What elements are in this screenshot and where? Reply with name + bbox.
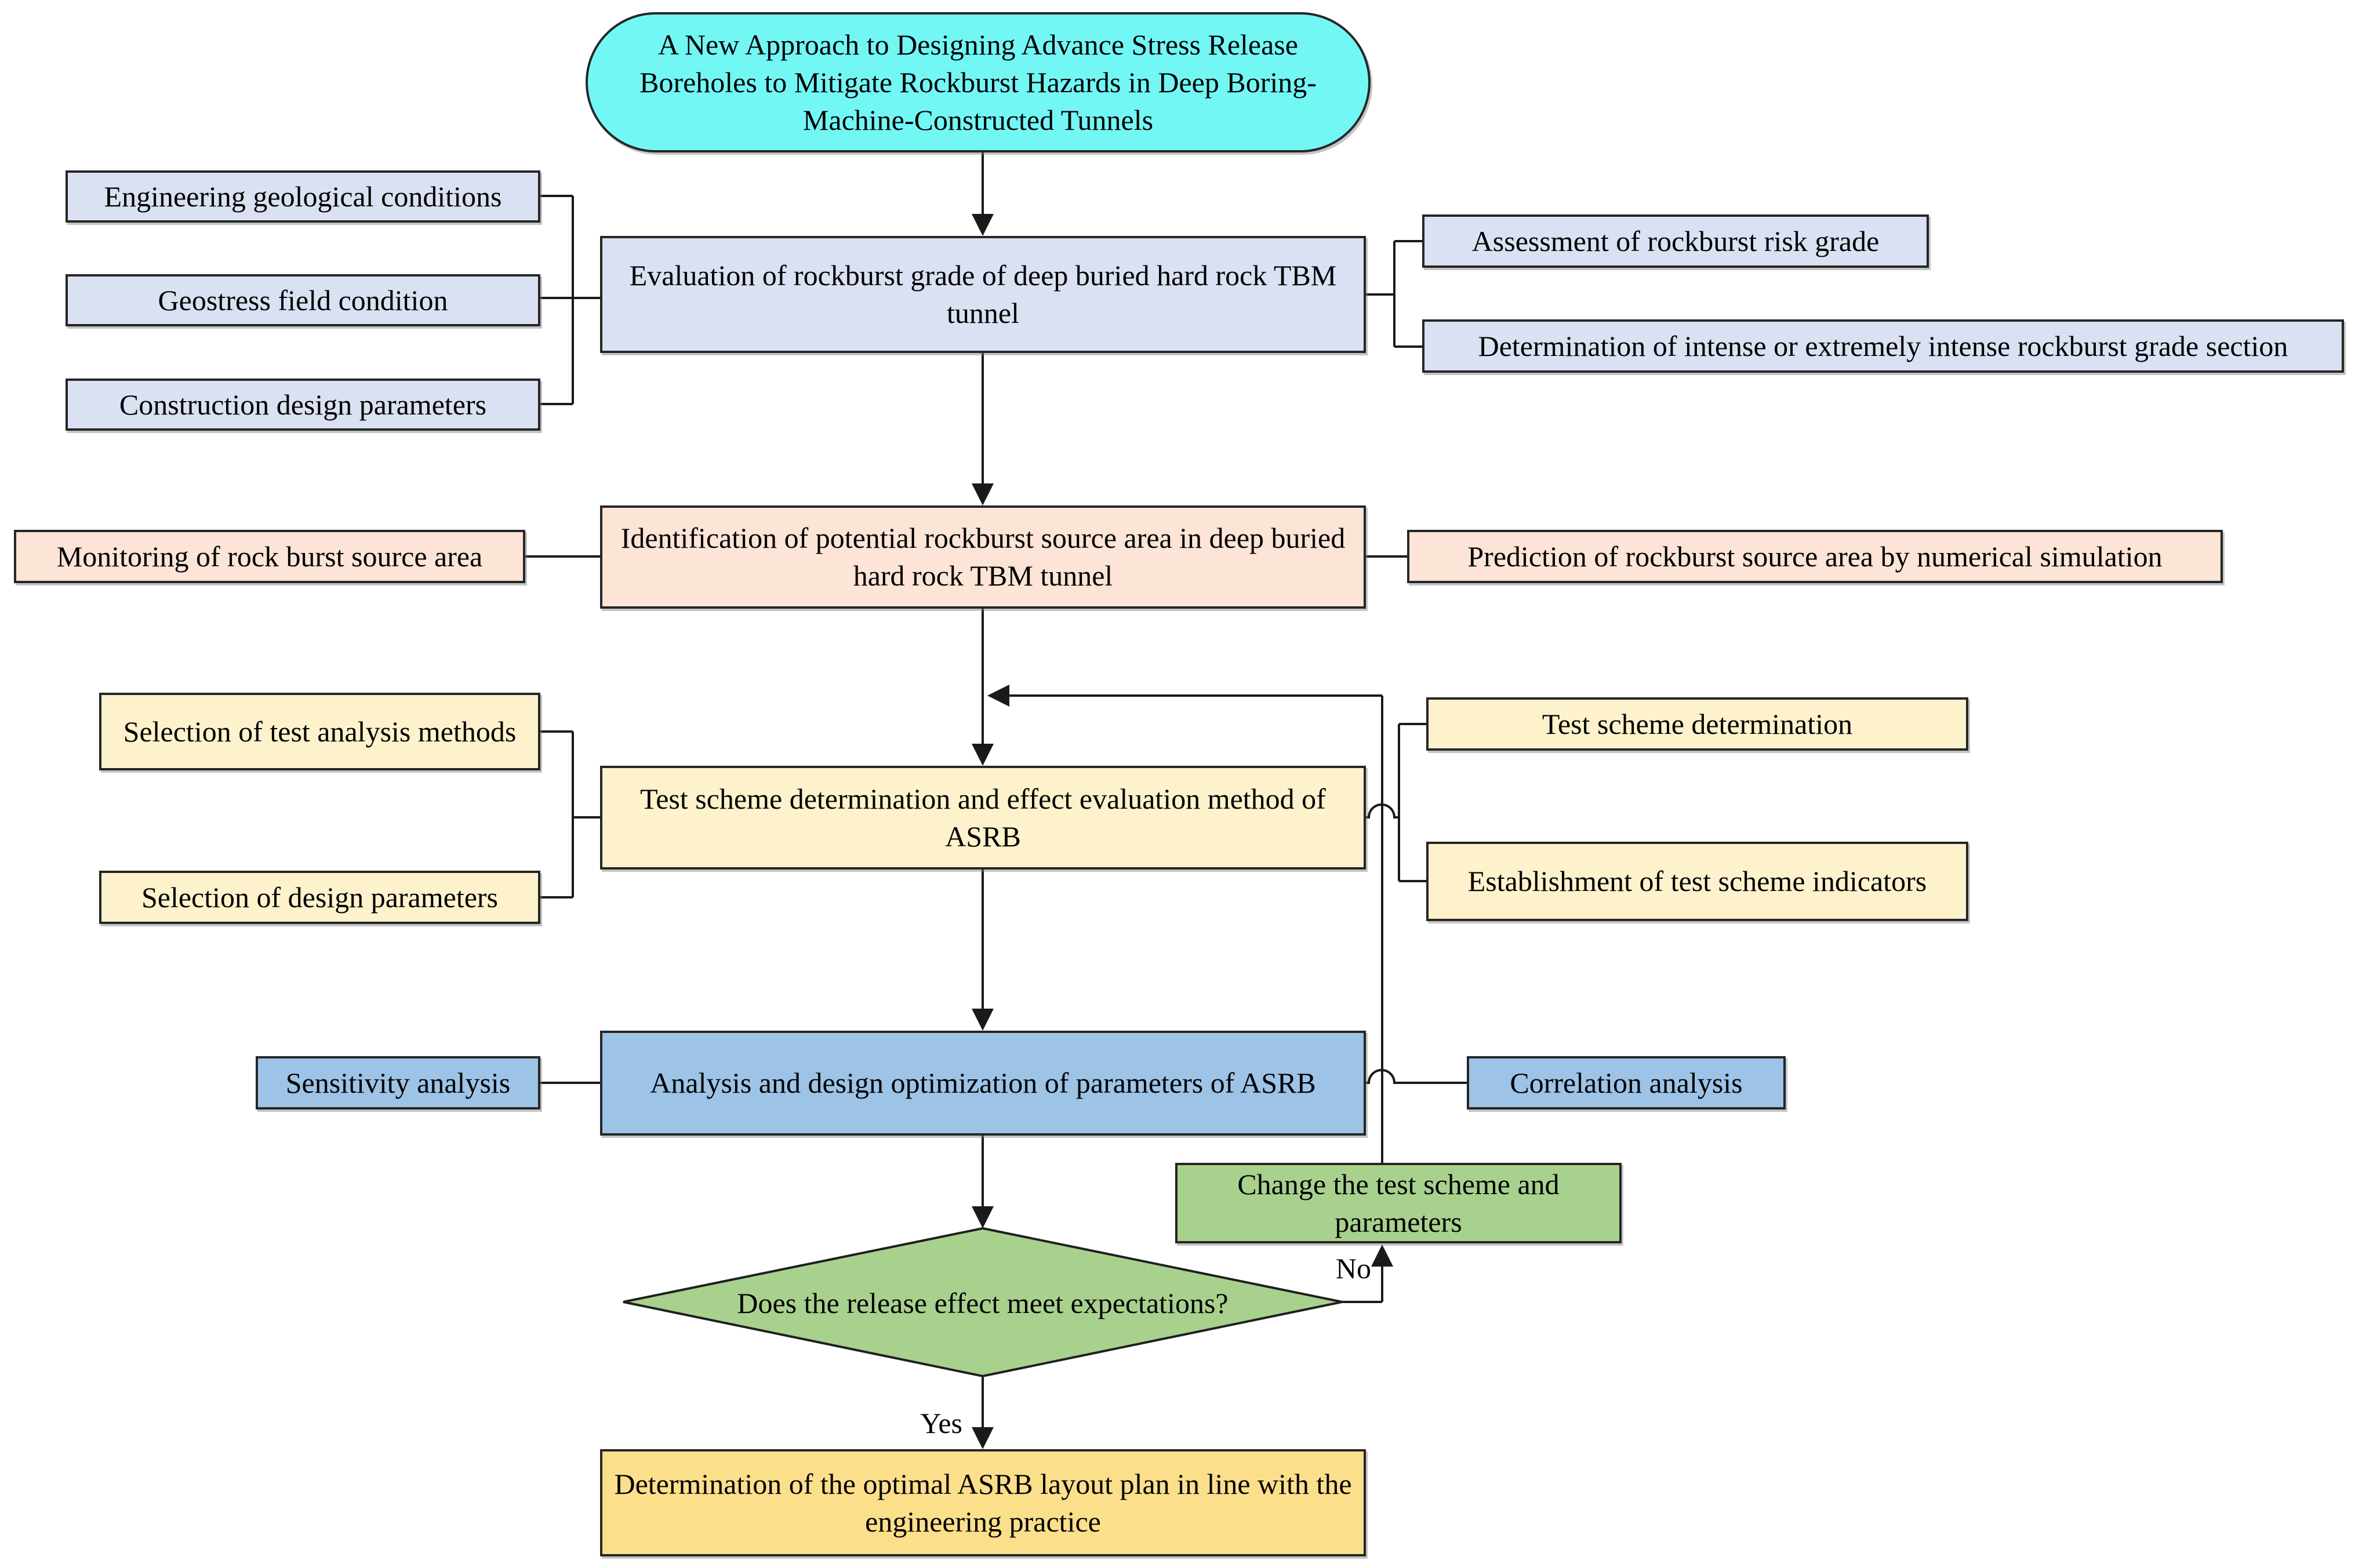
connector-outputs-evaluation — [1366, 240, 1422, 348]
decision-label: Does the release effect meet expectation… — [737, 1286, 1229, 1319]
node-identification-source-area: Identification of potential rockburst so… — [600, 505, 1366, 609]
connector-outputs-scheme — [1366, 723, 1426, 882]
node-correlation-analysis: Correlation analysis — [1467, 1056, 1786, 1109]
node-sensitivity-analysis: Sensitivity analysis — [256, 1056, 540, 1109]
node-assessment-risk-grade: Assessment of rockburst risk grade — [1422, 214, 1929, 268]
node-monitoring-source-area: Monitoring of rock burst source area — [14, 530, 525, 583]
node-intense-grade-section: Determination of intense or extremely in… — [1422, 319, 2344, 373]
node-test-scheme-method-asrb: Test scheme determination and effect eva… — [600, 766, 1366, 870]
node-engineering-geological-conditions: Engineering geological conditions — [66, 170, 540, 223]
node-change-test-scheme: Change the test scheme and parameters — [1175, 1163, 1622, 1243]
connector-inputs-evaluation — [540, 195, 600, 405]
node-title: A New Approach to Designing Advance Stre… — [586, 12, 1371, 152]
yes-branch-label: Yes — [920, 1407, 962, 1439]
node-evaluation-rockburst-grade: Evaluation of rockburst grade of deep bu… — [600, 236, 1366, 353]
node-test-scheme-indicators: Establishment of test scheme indicators — [1426, 842, 1968, 921]
node-selection-design-parameters: Selection of design parameters — [99, 871, 540, 924]
no-branch-label: No — [1335, 1252, 1371, 1285]
node-test-scheme-determination: Test scheme determination — [1426, 697, 1968, 751]
connector-inputs-scheme — [540, 730, 600, 898]
node-selection-test-analysis-methods: Selection of test analysis methods — [99, 693, 540, 770]
node-geostress-field-condition: Geostress field condition — [66, 274, 540, 326]
node-optimal-asrb-layout-plan: Determination of the optimal ASRB layout… — [600, 1449, 1366, 1556]
node-prediction-numerical-simulation: Prediction of rockburst source area by n… — [1407, 530, 2223, 583]
node-analysis-design-optimization: Analysis and design optimization of para… — [600, 1031, 1366, 1136]
node-construction-design-parameters: Construction design parameters — [66, 379, 540, 431]
